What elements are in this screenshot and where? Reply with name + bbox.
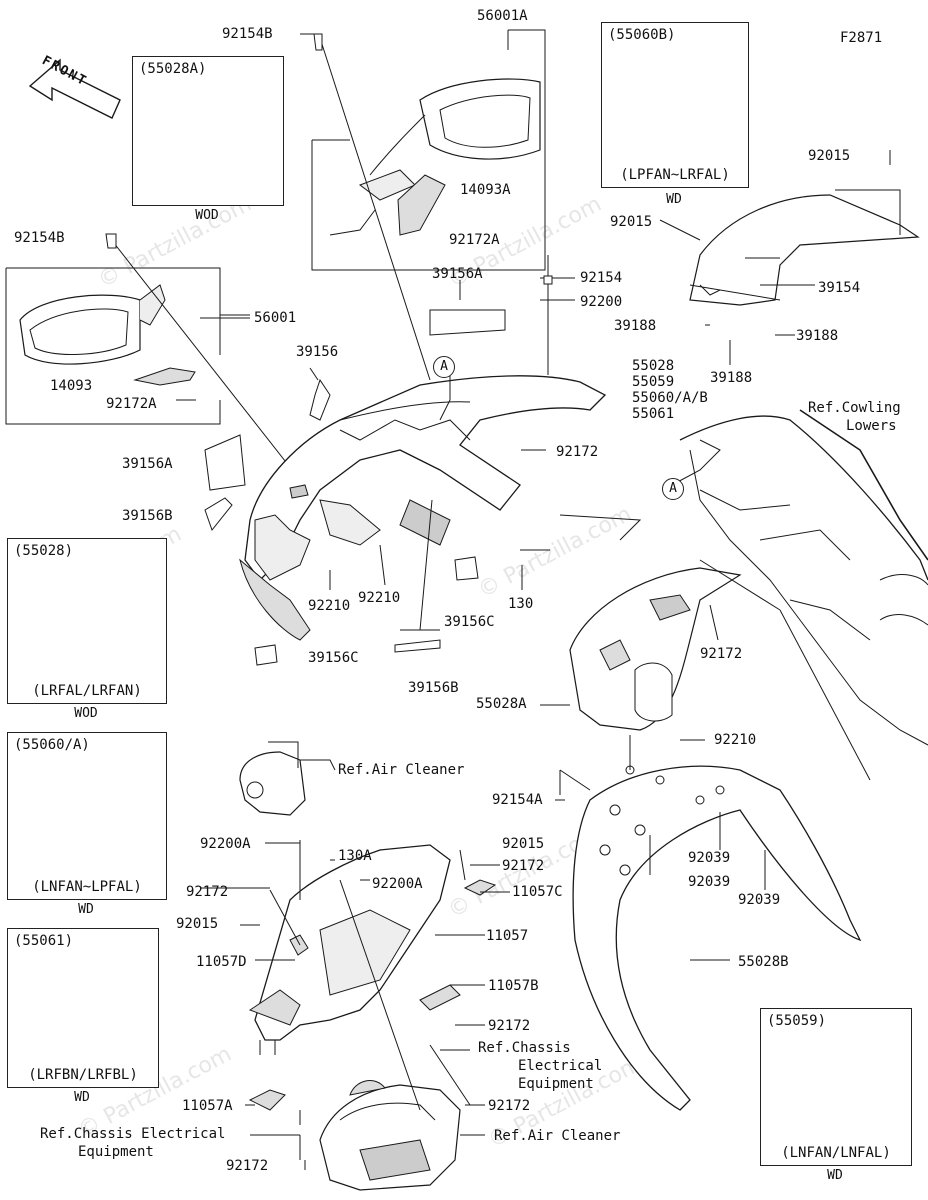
- part-label[interactable]: 92039: [738, 892, 781, 908]
- part-label[interactable]: 92015: [610, 214, 653, 230]
- part-label[interactable]: 39156B: [408, 680, 459, 696]
- part-label[interactable]: 39156B: [122, 508, 173, 524]
- part-label[interactable]: 92210: [358, 590, 401, 606]
- variant-spec: WOD: [74, 706, 98, 721]
- part-label[interactable]: 92172: [488, 1098, 531, 1114]
- variant-box-55028: (55028) (LRFAL/LRFAN): [7, 538, 167, 704]
- part-label[interactable]: 55028B: [738, 954, 789, 970]
- part-label[interactable]: 92172: [186, 884, 229, 900]
- variant-box-55060A: (55060/A) (LNFAN~LPFAL): [7, 732, 167, 900]
- part-label[interactable]: 11057A: [182, 1098, 233, 1114]
- part-label[interactable]: 39156A: [432, 266, 483, 282]
- part-label[interactable]: 11057B: [488, 978, 539, 994]
- ref-chassis-label[interactable]: Ref.Chassis: [478, 1040, 571, 1056]
- variant-box-55028A: (55028A): [132, 56, 284, 206]
- part-label[interactable]: 92154B: [14, 230, 65, 246]
- part-label[interactable]: 92172: [488, 1018, 531, 1034]
- part-label[interactable]: 11057C: [512, 884, 563, 900]
- part-label[interactable]: 55060/A/B: [632, 390, 708, 406]
- part-label[interactable]: 39154: [818, 280, 861, 296]
- part-label[interactable]: 56001: [254, 310, 297, 326]
- part-label[interactable]: 92015: [502, 836, 545, 852]
- variant-models: (LNFAN/LNFAL): [781, 1145, 891, 1161]
- ref-air-cleaner-label[interactable]: Ref.Air Cleaner: [494, 1128, 621, 1144]
- callout-a: A: [433, 356, 455, 378]
- variant-spec: WD: [78, 902, 94, 917]
- part-label[interactable]: 11057: [486, 928, 529, 944]
- part-label[interactable]: 39156C: [444, 614, 495, 630]
- variant-models: (LNFAN~LPFAL): [32, 879, 142, 895]
- part-label[interactable]: 92154B: [222, 26, 273, 42]
- part-label[interactable]: 92172: [502, 858, 545, 874]
- ref-cowling-label[interactable]: Ref.Cowling: [808, 400, 901, 416]
- part-label[interactable]: 92200A: [372, 876, 423, 892]
- variant-part: (55028): [14, 543, 74, 559]
- variant-spec: WOD: [195, 208, 219, 223]
- part-label[interactable]: 92172A: [106, 396, 157, 412]
- part-label[interactable]: 55028: [632, 358, 675, 374]
- part-label[interactable]: 55028A: [476, 696, 527, 712]
- part-label[interactable]: 56001A: [477, 8, 528, 24]
- variant-spec: WD: [666, 192, 682, 207]
- part-label[interactable]: 92172: [556, 444, 599, 460]
- part-label[interactable]: 11057D: [196, 954, 247, 970]
- callout-a: A: [662, 478, 684, 500]
- variant-spec: WD: [827, 1168, 843, 1183]
- part-label[interactable]: 92172A: [449, 232, 500, 248]
- part-label[interactable]: 92015: [176, 916, 219, 932]
- variant-part: (55060/A): [14, 737, 90, 753]
- ref-air-cleaner-label[interactable]: Ref.Air Cleaner: [338, 762, 465, 778]
- part-label[interactable]: 130: [508, 596, 534, 612]
- part-label[interactable]: 39188: [796, 328, 839, 344]
- part-label[interactable]: 92015: [808, 148, 851, 164]
- variant-box-55061: (55061) (LRFBN/LRFBL): [7, 928, 159, 1088]
- variant-spec: WD: [74, 1090, 90, 1105]
- variant-part: (55059): [767, 1013, 827, 1029]
- part-label[interactable]: 55061: [632, 406, 675, 422]
- variant-models: (LRFBN/LRFBL): [28, 1067, 138, 1083]
- part-label[interactable]: 39156C: [308, 650, 359, 666]
- part-label[interactable]: 55059: [632, 374, 675, 390]
- variant-part: (55028A): [139, 61, 207, 77]
- variant-box-55060B: (55060B) (LPFAN~LRFAL): [601, 22, 749, 188]
- ref-chassis-label[interactable]: Equipment: [518, 1076, 594, 1092]
- ref-cowling-label[interactable]: Lowers: [846, 418, 897, 434]
- part-label[interactable]: 92210: [714, 732, 757, 748]
- part-label[interactable]: 39156A: [122, 456, 173, 472]
- variant-models: (LPFAN~LRFAL): [620, 167, 730, 183]
- part-label[interactable]: 39188: [614, 318, 657, 334]
- variant-models: (LRFAL/LRFAN): [32, 683, 142, 699]
- part-label[interactable]: 39156: [296, 344, 339, 360]
- part-label[interactable]: 92172: [700, 646, 743, 662]
- part-label[interactable]: 92154A: [492, 792, 543, 808]
- part-label[interactable]: 14093: [50, 378, 93, 394]
- part-label[interactable]: 14093A: [460, 182, 511, 198]
- part-label[interactable]: 92154: [580, 270, 623, 286]
- variant-box-55059: (55059) (LNFAN/LNFAL): [760, 1008, 912, 1166]
- ref-chassis-label[interactable]: Ref.Chassis Electrical: [40, 1126, 226, 1142]
- part-label[interactable]: 92039: [688, 874, 731, 890]
- figure-id: F2871: [840, 30, 883, 46]
- variant-part: (55061): [14, 933, 74, 949]
- part-label[interactable]: 92172: [226, 1158, 269, 1174]
- part-label[interactable]: 92039: [688, 850, 731, 866]
- ref-chassis-label[interactable]: Equipment: [78, 1144, 154, 1160]
- part-label[interactable]: 39188: [710, 370, 753, 386]
- part-label[interactable]: 130A: [338, 848, 372, 864]
- part-label[interactable]: 92210: [308, 598, 351, 614]
- variant-part: (55060B): [608, 27, 676, 43]
- part-label[interactable]: 92200A: [200, 836, 251, 852]
- ref-chassis-label[interactable]: Electrical: [518, 1058, 603, 1074]
- part-label[interactable]: 92200: [580, 294, 623, 310]
